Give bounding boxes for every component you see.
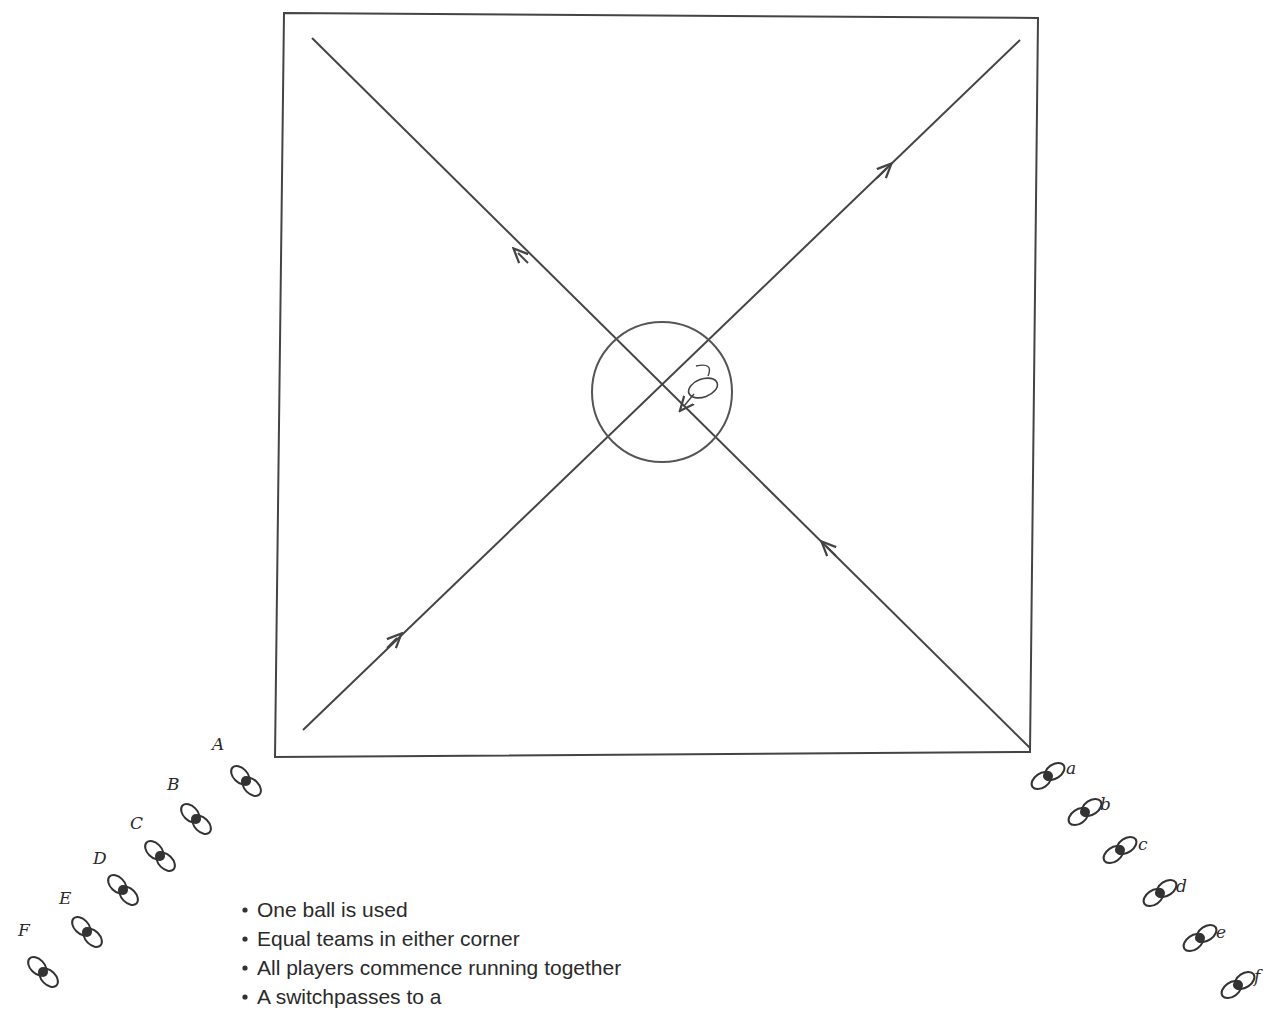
note-text: One ball is used: [257, 899, 408, 920]
direction-arrow: [877, 168, 887, 178]
note-text: All players commence running together: [257, 957, 621, 978]
player-letter: D: [93, 850, 107, 867]
centre-circle: [592, 322, 732, 462]
ball-spin: [696, 365, 710, 376]
bullets: [242, 907, 247, 999]
note-text: Equal teams in either corner: [257, 928, 520, 949]
player-symbol: [1140, 876, 1179, 909]
run-line: [303, 40, 1020, 730]
direction-arrow: [387, 638, 397, 648]
player-symbol: [1218, 968, 1257, 1001]
player-symbol: [142, 838, 179, 875]
player-letter: A: [212, 736, 224, 753]
run-line: [312, 38, 1030, 748]
player-symbol: [1180, 921, 1219, 954]
player-letter: a: [1066, 760, 1076, 777]
player-letter: B: [167, 776, 180, 793]
player-letter: c: [1138, 836, 1148, 853]
direction-arrow: [826, 546, 836, 556]
player-symbol: [1100, 833, 1139, 866]
player-letter: b: [1100, 796, 1111, 813]
player-symbol: [1065, 795, 1104, 828]
player-letter: F: [18, 922, 30, 939]
player-letter: E: [59, 890, 71, 907]
player-symbol: [105, 872, 142, 909]
players: [25, 759, 1258, 1001]
player-letter: f: [1254, 968, 1260, 985]
pass-arrow: [684, 394, 694, 406]
player-symbol: [178, 801, 215, 838]
player-symbol: [228, 763, 265, 800]
note-text: A switchpasses to a: [257, 986, 441, 1007]
field-square: [275, 13, 1038, 757]
player-letter: C: [130, 815, 143, 832]
player-letter: e: [1216, 924, 1226, 941]
player-symbol: [1028, 759, 1067, 792]
player-symbol: [69, 914, 106, 951]
player-symbol: [25, 954, 62, 991]
direction-arrow: [518, 253, 528, 263]
player-letter: d: [1176, 878, 1187, 895]
